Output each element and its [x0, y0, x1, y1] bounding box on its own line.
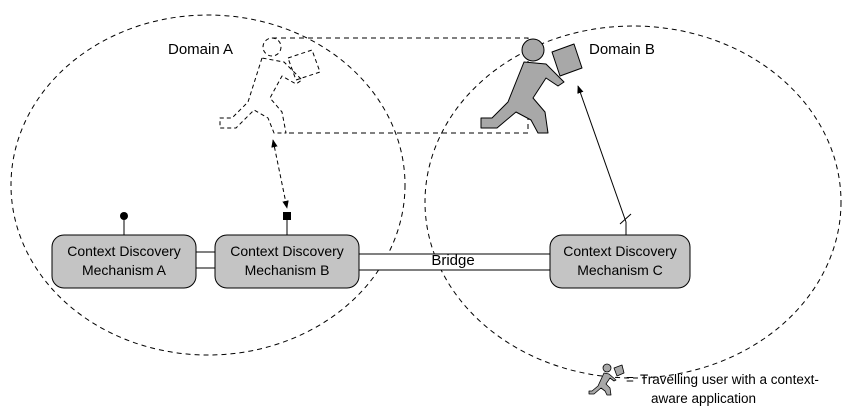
movement-path — [272, 37, 529, 134]
domain-a-boundary — [10, 14, 406, 356]
mechanism-b-port — [283, 212, 291, 220]
walking-user-with-box-icon — [588, 363, 625, 396]
domain-a-label: Domain A — [168, 41, 233, 58]
mechanism-a-box: Context Discovery Mechanism A — [51, 234, 197, 289]
legend: = Travelling user with a context- aware … — [588, 363, 819, 406]
new-connection-arrow — [577, 85, 627, 223]
current-user-figure — [480, 38, 583, 134]
mechanism-c-port-tick — [619, 213, 632, 225]
legend-text-line1: Travelling user with a context- — [640, 372, 819, 387]
old-connection-arrow — [271, 139, 289, 209]
mechanism-c-label-line2: Mechanism C — [577, 262, 663, 278]
domain-b-label: Domain B — [589, 41, 655, 58]
bridge-label: Bridge — [431, 252, 474, 269]
mechanism-b-label-line2: Mechanism B — [245, 262, 330, 278]
mechanism-c-box: Context Discovery Mechanism C — [549, 234, 691, 289]
legend-equals: = — [626, 372, 634, 387]
previous-user-figure — [219, 37, 321, 134]
mechanism-b-label-line1: Context Discovery — [230, 243, 344, 259]
legend-text-line2: aware application — [651, 391, 756, 406]
mechanism-a-port — [120, 212, 128, 220]
domain-b-boundary — [424, 25, 842, 379]
mechanism-a-label-line2: Mechanism A — [82, 262, 167, 278]
mechanism-c-label-line1: Context Discovery — [563, 243, 677, 259]
mechanism-a-label-line1: Context Discovery — [67, 243, 181, 259]
mechanism-b-box: Context Discovery Mechanism B — [214, 234, 360, 289]
